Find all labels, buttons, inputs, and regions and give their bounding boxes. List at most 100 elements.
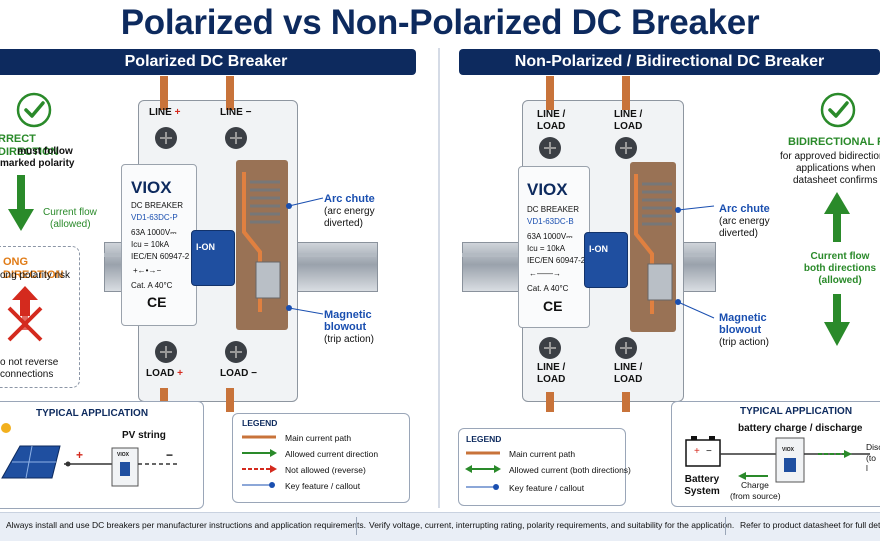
handle-label-right: I-ON <box>589 244 608 254</box>
battery-diagram: + − <box>685 436 870 483</box>
arc-chute-title-right: Arc chute <box>719 203 770 215</box>
battery-label-l2: System <box>684 486 720 497</box>
load-label: LOAD <box>220 368 249 379</box>
typical-app-title-left: TYPICAL APPLICATION <box>36 408 149 419</box>
ce-mark-left: CE <box>147 294 167 310</box>
plus-sign: + <box>177 368 183 379</box>
line-slash-label: LINE / <box>537 362 566 373</box>
cat-left: Cat. A 40°C <box>131 281 173 290</box>
typical-app-title-right: TYPICAL APPLICATION <box>740 406 853 417</box>
svg-text:−: − <box>706 446 712 457</box>
rating-right: 63A 1000V⎓ <box>527 232 573 241</box>
breaker-handle-right[interactable] <box>584 232 628 288</box>
bidirectional-l2: applications when <box>796 163 876 174</box>
brand-logo-left: VIOX <box>131 178 172 197</box>
discharge-label-l2: (to l <box>866 453 876 473</box>
callout-lines-left <box>286 197 324 315</box>
correct-direction-title: RRECT DIRECTION <box>0 133 59 158</box>
busbar-bot-left-r <box>546 392 554 412</box>
busbar-top-right-r <box>622 76 630 110</box>
cat-right: Cat. A 40°C <box>527 284 569 293</box>
footer-bar <box>0 512 880 541</box>
flow-l2: both directions <box>803 263 877 274</box>
load-label: LOAD <box>537 374 566 385</box>
top-screws-right <box>539 137 637 159</box>
pv-breaker-brand: VIOX <box>117 452 129 458</box>
terminal-top-right-label: LINE − <box>220 107 251 118</box>
front-label-panel-left <box>121 164 197 326</box>
battery-breaker-brand: VIOX <box>782 447 794 453</box>
line-label: LINE <box>220 107 243 118</box>
callout-lines-right <box>675 205 715 319</box>
flow-l3: (allowed) <box>818 275 862 286</box>
footer-note-1: Always install and use DC breakers per m… <box>6 520 367 530</box>
right-banner: Non-Polarized / Bidirectional DC Breaker <box>459 49 880 75</box>
busbar-top-left <box>160 76 168 110</box>
bottom-screws-right <box>539 337 637 359</box>
legend-item-main-path-right: Main current path <box>509 449 576 459</box>
busbar-top-right <box>226 76 234 110</box>
ce-mark-right: CE <box>543 298 563 314</box>
bottom-screws-left <box>155 341 247 363</box>
breaker-handle-left[interactable] <box>191 230 235 286</box>
arc-chute-title-left: Arc chute <box>324 193 375 205</box>
left-banner: Polarized DC Breaker <box>0 49 416 75</box>
arc-chute-left <box>242 172 281 312</box>
wrong-direction-sub: ong polarity risk <box>0 270 71 281</box>
minus-sign: − <box>245 107 252 118</box>
pv-string-diagram <box>1 423 180 487</box>
plus-sign: + <box>174 107 181 118</box>
arc-chute-l1-right: (arc energy <box>719 216 770 227</box>
std-left: IEC/EN 60947-2 <box>131 252 190 261</box>
charge-label-l1: Charge <box>741 480 769 490</box>
icu-left: Icu = 10kA <box>131 240 170 249</box>
line-slash-label: LINE / <box>537 109 566 120</box>
load-label: LOAD <box>537 121 566 132</box>
legend-box-left <box>232 413 410 503</box>
current-flow-allowed: (allowed) <box>50 219 91 230</box>
line-slash-label: LINE / <box>614 109 643 120</box>
arc-chute-right <box>634 174 673 314</box>
up-arrow-green-icon <box>824 192 850 242</box>
icu-right: Icu = 10kA <box>527 244 566 253</box>
footer-note-3: Refer to product datasheet for full deta… <box>740 520 880 530</box>
arc-chute-l1-left: (arc energy <box>324 206 375 217</box>
handle-label-left: I-ON <box>196 242 215 252</box>
terminal-top-left-label: LINE + <box>149 107 180 118</box>
center-divider <box>438 48 440 508</box>
pv-minus-sign: − <box>166 448 174 462</box>
busbar-bot-right-r <box>622 392 630 412</box>
pv-plus-sign: + <box>76 448 84 462</box>
polarity-mark-left: +←•→− <box>133 266 162 275</box>
wrong-line1: o not reverse <box>0 357 59 368</box>
bidirectional-l3: datasheet confirms <box>793 175 878 186</box>
terminal-top-right-label-r: LINE /LOAD <box>614 109 642 133</box>
down-arrow-green-icon <box>824 294 850 346</box>
correct-line1: must follow <box>17 146 73 157</box>
terminal-bot-right-label-r: LINE /LOAD <box>614 362 642 386</box>
svg-text:+: + <box>694 446 700 457</box>
trip-action-right: (trip action) <box>719 337 770 348</box>
check-circle-icon <box>16 92 52 128</box>
legend-swatches-left <box>242 435 277 488</box>
busbar-bot-right <box>226 388 234 412</box>
legend-title-right: LEGEND <box>466 434 502 444</box>
load-label: LOAD <box>614 374 643 385</box>
down-arrow-green-icon <box>8 175 34 231</box>
line-slash-label: LINE / <box>614 362 643 373</box>
wrong-line2: connections <box>0 369 54 380</box>
breaker-type-left: DC BREAKER <box>131 201 184 210</box>
page-title: Polarized vs Non-Polarized DC Breaker <box>120 3 760 42</box>
pv-string-label: PV string <box>122 430 166 441</box>
footer-note-2: Verify voltage, current, interrupting ra… <box>369 520 735 530</box>
legend-swatches-right <box>465 451 501 490</box>
busbar-top-left-r <box>546 76 554 110</box>
battery-app-sub: battery charge / discharge <box>738 423 863 434</box>
bidirectional-l1: for approved bidirection <box>780 151 880 162</box>
terminal-top-left-label-r: LINE /LOAD <box>537 109 565 133</box>
top-screws-left <box>155 127 247 149</box>
wrong-direction-box <box>0 246 80 388</box>
wrong-direction-x-icon <box>7 286 43 342</box>
brand-logo-right: VIOX <box>527 180 568 199</box>
battery-label-l1: Battery <box>684 474 720 485</box>
